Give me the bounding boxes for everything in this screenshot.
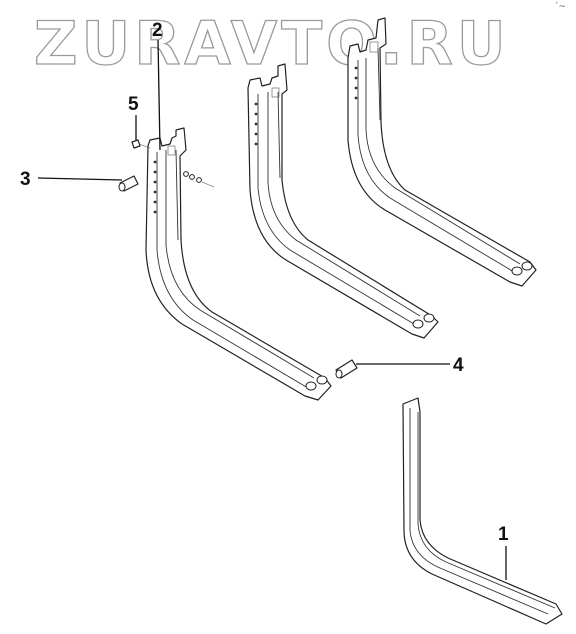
callout-label-5: 5 xyxy=(128,94,139,115)
callout-2: 2 xyxy=(152,20,163,151)
fork-front-left xyxy=(145,127,332,401)
callout-label-1: 1 xyxy=(498,524,509,545)
callout-3: 3 xyxy=(20,169,123,190)
callout-4: 4 xyxy=(356,355,464,376)
fork-middle xyxy=(247,63,439,339)
fork-extension xyxy=(402,397,563,625)
watermark-text: ZURAVTO.RU xyxy=(34,9,510,79)
callout-label-2: 2 xyxy=(152,20,163,41)
hardware-bolt xyxy=(131,139,151,149)
fork-back-right xyxy=(347,17,537,287)
hardware-washers-nuts xyxy=(183,171,215,188)
callout-1: 1 xyxy=(498,524,509,580)
corner-mark: ´~ xyxy=(554,1,566,12)
hardware-pin-right xyxy=(335,359,358,379)
callout-label-3: 3 xyxy=(20,169,31,190)
callout-label-4: 4 xyxy=(453,355,464,376)
hardware-pin-left xyxy=(118,175,139,192)
callout-5: 5 xyxy=(128,94,139,140)
